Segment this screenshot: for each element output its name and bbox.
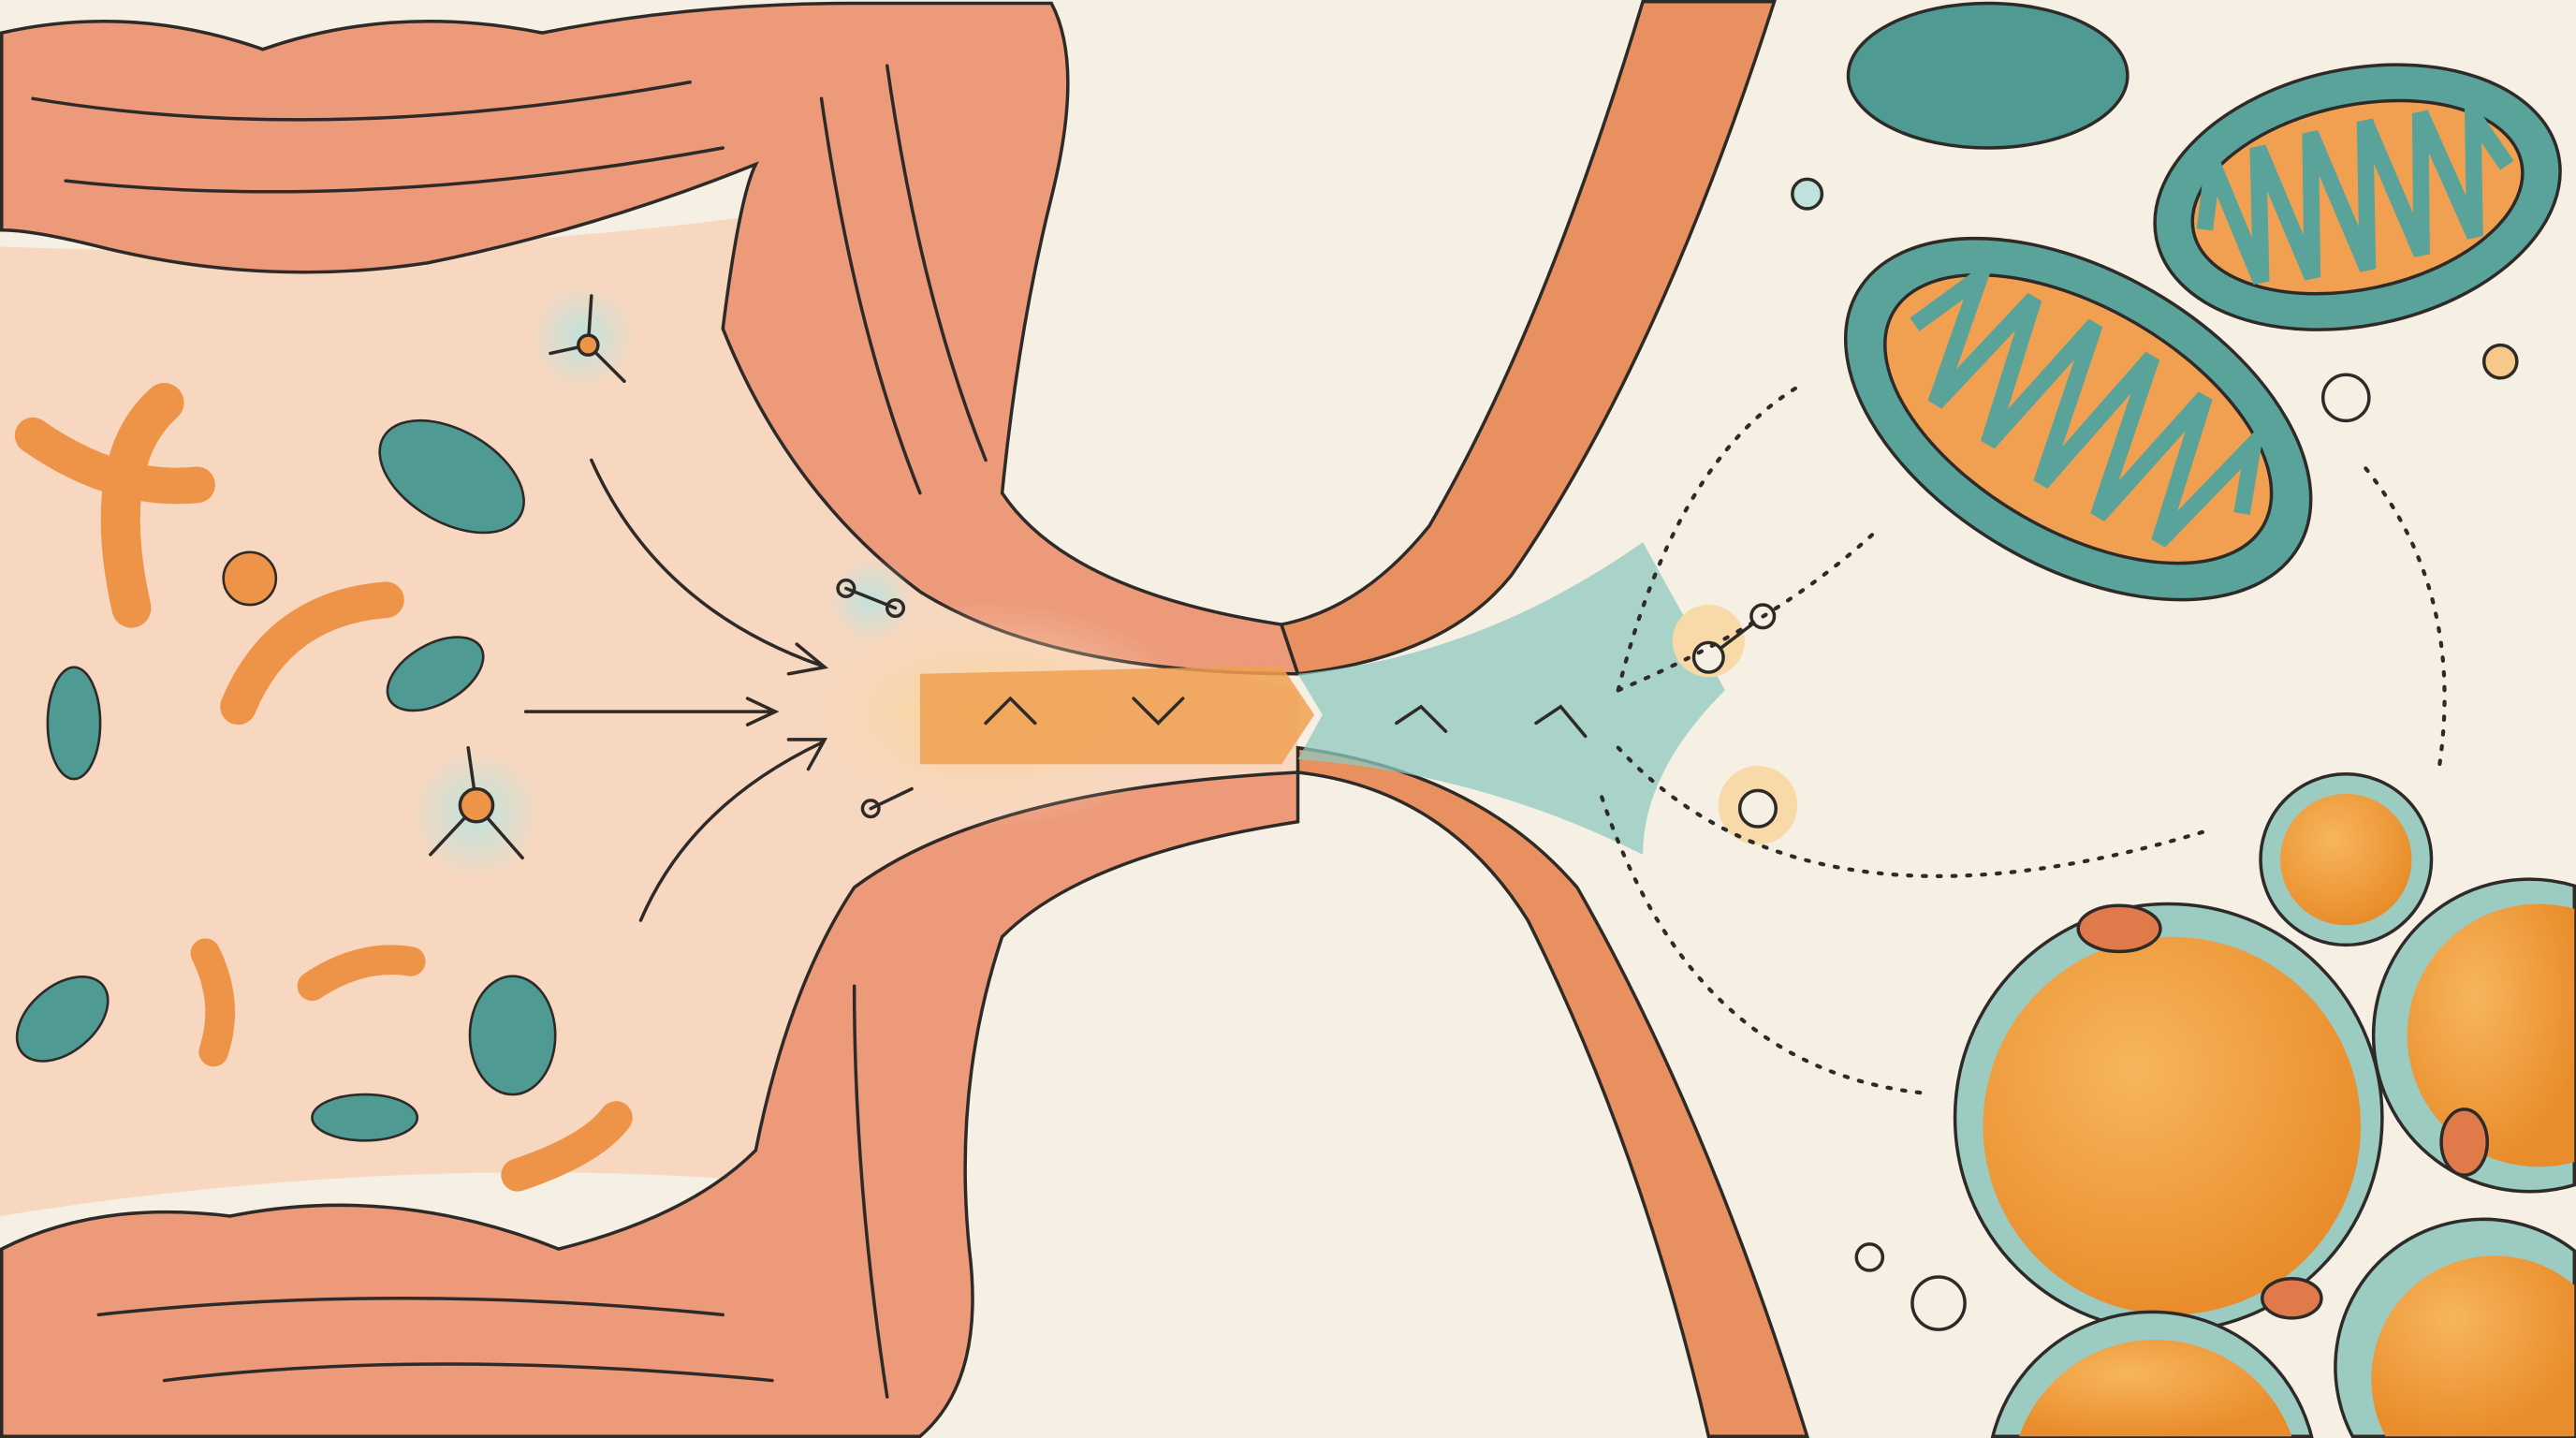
molecules [429, 177, 2519, 1331]
blood-vessel-upper-band [1279, 0, 1777, 676]
blood-vessel-lower-band [1295, 745, 1809, 1438]
bacterium-teal [15, 976, 110, 1063]
bacterium-teal [386, 636, 485, 712]
bacterium-orange [297, 945, 426, 1002]
intestine-bottom-wall [0, 770, 1300, 1438]
bacterium-orange [220, 581, 404, 726]
intestine-fold-lines [31, 64, 988, 1399]
mitochondrion [2153, 63, 2562, 331]
mitochondria [1843, 1, 2562, 602]
fat-cells [1953, 772, 2576, 1438]
bacterium-teal [378, 418, 525, 535]
bacteria-group [14, 383, 633, 1192]
flow-arrows [523, 458, 829, 922]
bacterium-teal [46, 666, 102, 781]
dotted-arrows [1600, 384, 2447, 1095]
metabolite-stream-orange [919, 665, 1315, 765]
bacterium-teal [468, 975, 557, 1096]
mitochondrion [1846, 1, 2130, 150]
bacterium-orange [100, 383, 184, 628]
mitochondrion [1843, 236, 2313, 602]
metabolite-stream-teal [1297, 542, 1725, 855]
bacterium-orange [501, 1101, 633, 1192]
bacterium-orange [190, 938, 235, 1067]
bacterium-teal [311, 1093, 419, 1142]
bacterium-coccus [222, 550, 278, 607]
